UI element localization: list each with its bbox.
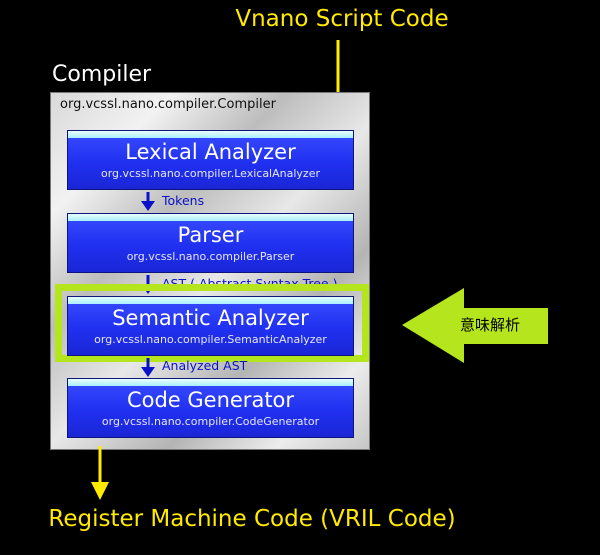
semantic-highlight-frame (55, 284, 369, 362)
stage-class-name: org.vcssl.nano.compiler.SemanticAnalyzer (94, 333, 327, 346)
compiler-title: Compiler (52, 62, 152, 87)
stage-name: Lexical Analyzer (125, 140, 296, 164)
output-label: Register Machine Code (VRIL Code) (48, 506, 456, 532)
flow-label-tokens: Tokens (162, 193, 205, 208)
stage-name: Parser (177, 223, 244, 247)
stage-lexical-analyzer: Lexical Analyzer org.vcssl.nano.compiler… (67, 130, 354, 190)
flow-arrow-tokens (141, 192, 155, 211)
flow-arrow-analyzed-ast (141, 358, 155, 377)
side-callout-label: 意味解析 (460, 316, 521, 334)
output-arrow (91, 446, 109, 500)
stage-code-generator: Code Generator org.vcssl.nano.compiler.C… (67, 378, 354, 438)
flow-label-analyzed-ast: Analyzed AST (162, 358, 248, 373)
stage-name: Code Generator (126, 388, 295, 412)
stage-class-name: org.vcssl.nano.compiler.CodeGenerator (101, 415, 320, 428)
stage-parser: Parser org.vcssl.nano.compiler.Parser (67, 213, 354, 273)
stage-class-name: org.vcssl.nano.compiler.LexicalAnalyzer (101, 167, 320, 180)
side-callout-arrow (402, 288, 548, 363)
stage-class-name: org.vcssl.nano.compiler.Parser (126, 250, 295, 263)
stage-name: Semantic Analyzer (112, 306, 309, 330)
stage-semantic-analyzer: Semantic Analyzer org.vcssl.nano.compile… (67, 296, 354, 356)
input-label: Vnano Script Code (235, 6, 449, 32)
compiler-class-name: org.vcssl.nano.compiler.Compiler (60, 97, 276, 112)
